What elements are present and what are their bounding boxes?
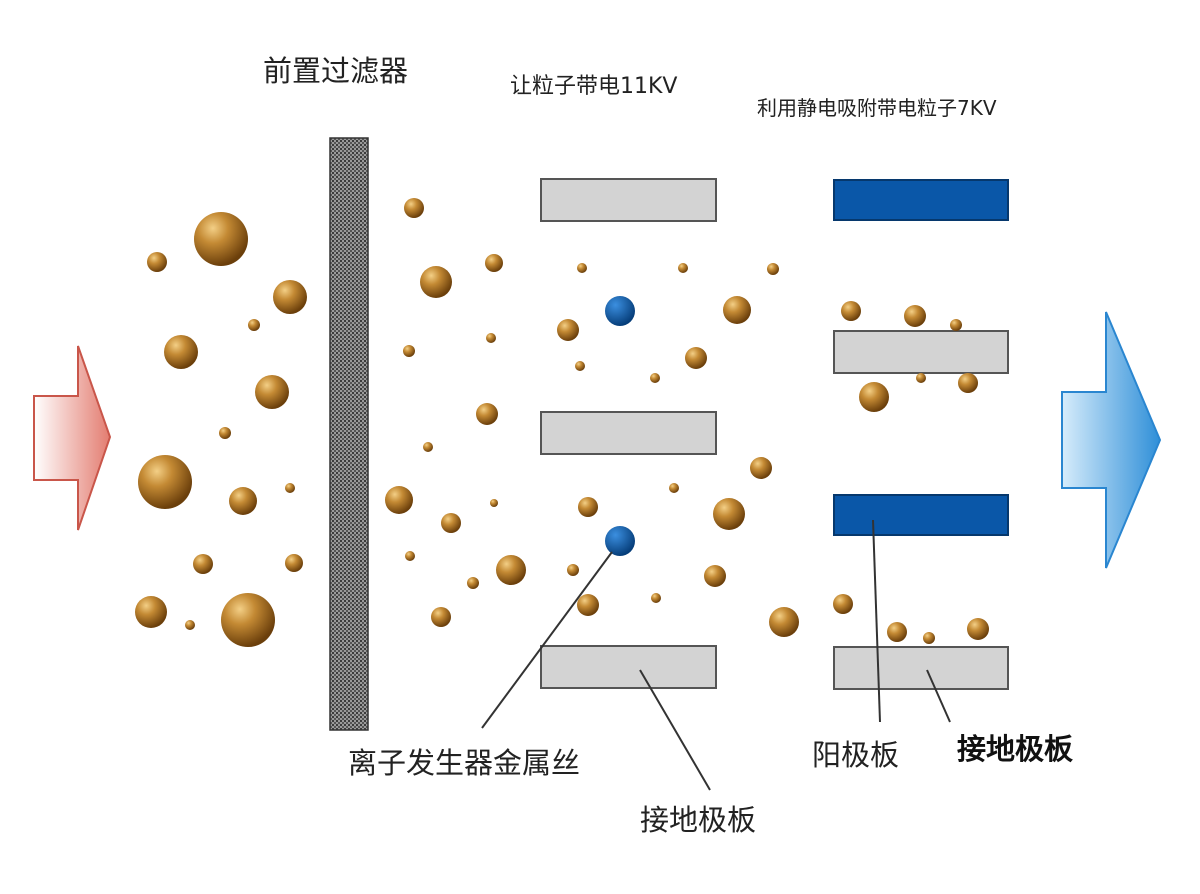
- dust-particle: [723, 296, 751, 324]
- dust-particle: [194, 212, 248, 266]
- dust-particle: [486, 333, 496, 343]
- dust-particle: [923, 632, 935, 644]
- charging-ground-plate-middle: [540, 411, 717, 455]
- dust-particle: [285, 554, 303, 572]
- charging-ground-plate-bottom: [540, 645, 717, 689]
- dust-particle: [467, 577, 479, 589]
- dust-particle: [490, 499, 498, 507]
- dust-particle: [219, 427, 231, 439]
- dust-particle: [403, 345, 415, 357]
- dust-particle: [967, 618, 989, 640]
- dust-particle: [859, 382, 889, 412]
- dust-particle: [138, 455, 192, 509]
- dust-particle: [557, 319, 579, 341]
- dust-particle: [229, 487, 257, 515]
- dust-particle: [577, 263, 587, 273]
- dust-particle: [577, 594, 599, 616]
- dust-particle: [887, 622, 907, 642]
- pointer-ground-plate-2: [926, 669, 951, 723]
- dust-particle: [958, 373, 978, 393]
- anode-plate-top: [833, 179, 1009, 221]
- dust-particle: [904, 305, 926, 327]
- dust-particle: [273, 280, 307, 314]
- dust-particle: [685, 347, 707, 369]
- dust-particle: [833, 594, 853, 614]
- dust-particle: [704, 565, 726, 587]
- dust-particle: [678, 263, 688, 273]
- dust-particle: [669, 483, 679, 493]
- dust-particle: [476, 403, 498, 425]
- label-charge-particles: 让粒子带电11KV: [510, 74, 678, 99]
- pre-filter-mesh: [329, 137, 369, 731]
- adsorb-ground-plate-lower: [833, 646, 1009, 690]
- inlet-arrow-icon: [33, 345, 112, 531]
- anode-plate-bottom: [833, 494, 1009, 536]
- dust-particle: [651, 593, 661, 603]
- dust-particle: [496, 555, 526, 585]
- dust-particle: [767, 263, 779, 275]
- dust-particle: [193, 554, 213, 574]
- label-anode-plate: 阳极板: [812, 738, 900, 772]
- dust-particle: [441, 513, 461, 533]
- dust-particle: [769, 607, 799, 637]
- dust-particle: [147, 252, 167, 272]
- dust-particle: [841, 301, 861, 321]
- ion-wire-bottom: [605, 526, 635, 556]
- dust-particles: [135, 198, 989, 647]
- ion-wire-top: [605, 296, 635, 326]
- dust-particle: [575, 361, 585, 371]
- label-pre-filter: 前置过滤器: [263, 54, 409, 88]
- label-adsorb-particles: 利用静电吸附带电粒子7KV: [757, 96, 997, 120]
- pointer-ground-plate-1: [639, 669, 711, 791]
- dust-particle: [285, 483, 295, 493]
- label-ground-plate-2: 接地极板: [957, 732, 1074, 766]
- dust-particle: [248, 319, 260, 331]
- dust-particle: [404, 198, 424, 218]
- outlet-arrow-icon: [1061, 311, 1162, 569]
- label-ion-wire: 离子发生器金属丝: [348, 746, 581, 780]
- dust-particle: [423, 442, 433, 452]
- pointer-ion-wire: [481, 551, 613, 729]
- dust-particle: [164, 335, 198, 369]
- dust-particle: [255, 375, 289, 409]
- label-ground-plate-1: 接地极板: [640, 803, 757, 837]
- dust-particle: [567, 564, 579, 576]
- dust-particle: [221, 593, 275, 647]
- charging-ground-plate-top: [540, 178, 717, 222]
- pointer-anode-plate: [872, 519, 881, 723]
- adsorb-ground-plate-upper: [833, 330, 1009, 374]
- dust-particle: [485, 254, 503, 272]
- dust-particle: [750, 457, 772, 479]
- dust-particle: [385, 486, 413, 514]
- dust-particle: [916, 373, 926, 383]
- dust-particle: [578, 497, 598, 517]
- dust-particle: [950, 319, 962, 331]
- dust-particle: [420, 266, 452, 298]
- dust-particle: [405, 551, 415, 561]
- dust-particle: [135, 596, 167, 628]
- dust-particle: [650, 373, 660, 383]
- dust-particle: [185, 620, 195, 630]
- dust-particle: [431, 607, 451, 627]
- dust-particle: [713, 498, 745, 530]
